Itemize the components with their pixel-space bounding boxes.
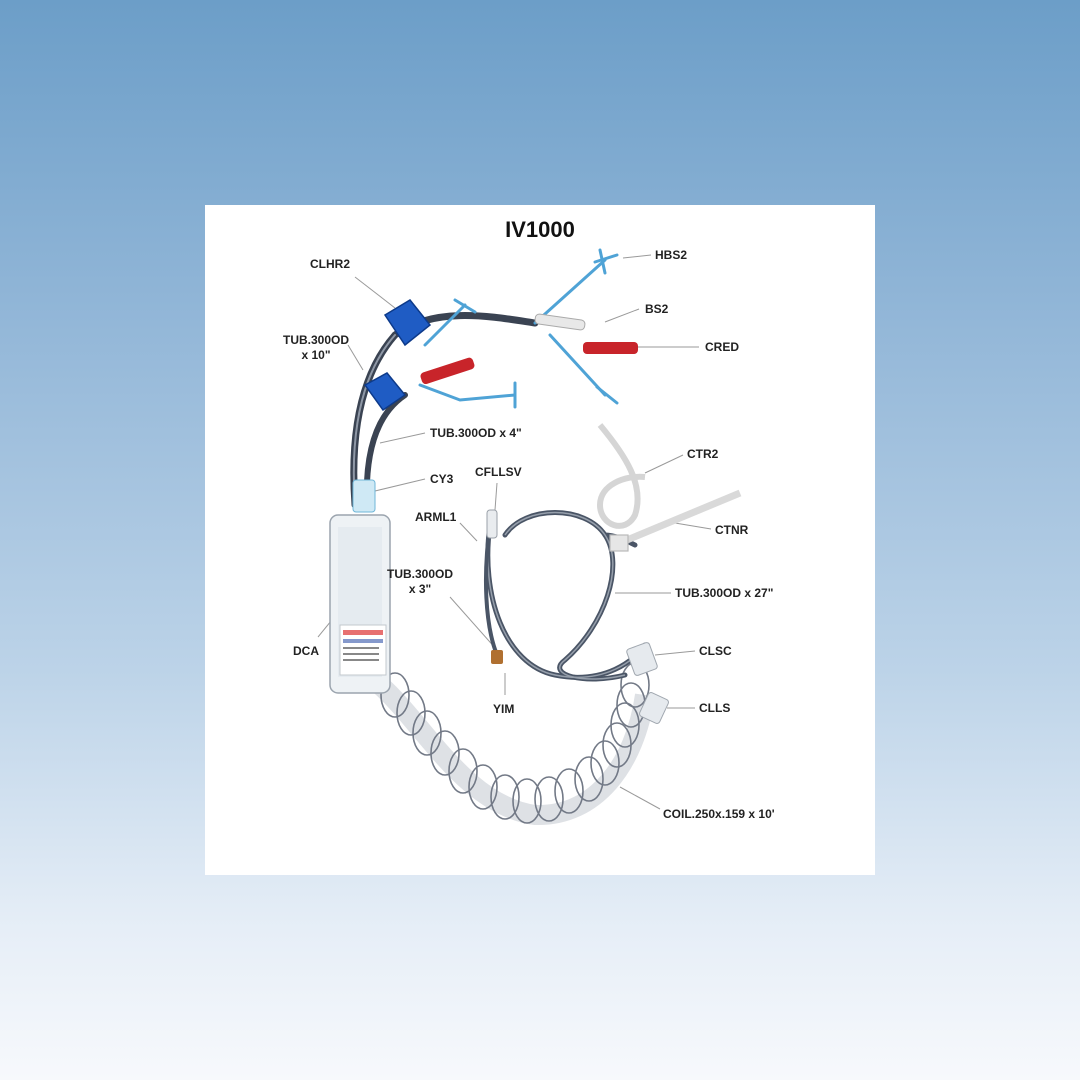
label-tub10: TUB.300OD x 10" — [283, 333, 350, 362]
leader-ctr2 — [644, 454, 684, 474]
cred-cap — [583, 342, 638, 354]
bs2-spike — [534, 313, 586, 331]
label-cfllsv: CFLLSV — [475, 465, 522, 479]
clls-connector — [639, 692, 669, 724]
cred-cap-2 — [420, 357, 475, 385]
iv-set-illustration — [317, 248, 742, 826]
label-arml1: ARML1 — [415, 510, 457, 524]
leader-tub3 — [449, 596, 498, 651]
leader-clhr2 — [354, 276, 396, 309]
leader-tub4 — [379, 432, 426, 444]
leader-bs2 — [604, 308, 640, 323]
label-yim: YIM — [493, 702, 515, 716]
coil-tubing — [373, 662, 655, 826]
label-clls: CLLS — [699, 701, 731, 715]
label-clhr2: CLHR2 — [310, 257, 351, 271]
label-cred: CRED — [705, 340, 740, 354]
label-cy3: CY3 — [430, 472, 454, 486]
leader-hbs2 — [622, 254, 652, 259]
label-clsc: CLSC — [699, 644, 732, 658]
yim-connector — [491, 650, 503, 664]
diagram-card: IV1000 CLHR2 TUB.300OD x 10" HBS2 BS2 CR… — [205, 205, 875, 875]
cable-ties — [596, 423, 742, 552]
leader-cfllsv — [494, 482, 498, 511]
roller-clamps — [363, 299, 432, 412]
dca-canister — [329, 514, 391, 694]
spike-set — [418, 248, 619, 409]
leader-ctnr — [674, 522, 712, 530]
label-bs2: BS2 — [645, 302, 669, 316]
leader-cy3 — [374, 478, 426, 492]
clsc-connector — [626, 642, 658, 676]
label-tub4: TUB.300OD x 4" — [430, 426, 522, 440]
leader-clsc — [654, 650, 696, 656]
cy3-connector — [352, 479, 376, 513]
label-dca: DCA — [293, 644, 319, 658]
diagram-title: IV1000 — [505, 217, 575, 242]
tubing-3 — [484, 524, 499, 656]
leader-coil — [619, 786, 661, 810]
leader-arml1 — [459, 522, 478, 542]
label-hbs2: HBS2 — [655, 248, 688, 262]
label-coil: COIL.250x.159 x 10' — [663, 807, 775, 821]
label-ctr2: CTR2 — [687, 447, 719, 461]
label-tub27: TUB.300OD x 27" — [675, 586, 774, 600]
leader-tub10 — [347, 344, 364, 371]
arml1-connector — [486, 509, 498, 539]
label-tub3: TUB.300OD x 3" — [387, 567, 454, 596]
label-ctnr: CTNR — [715, 523, 749, 537]
